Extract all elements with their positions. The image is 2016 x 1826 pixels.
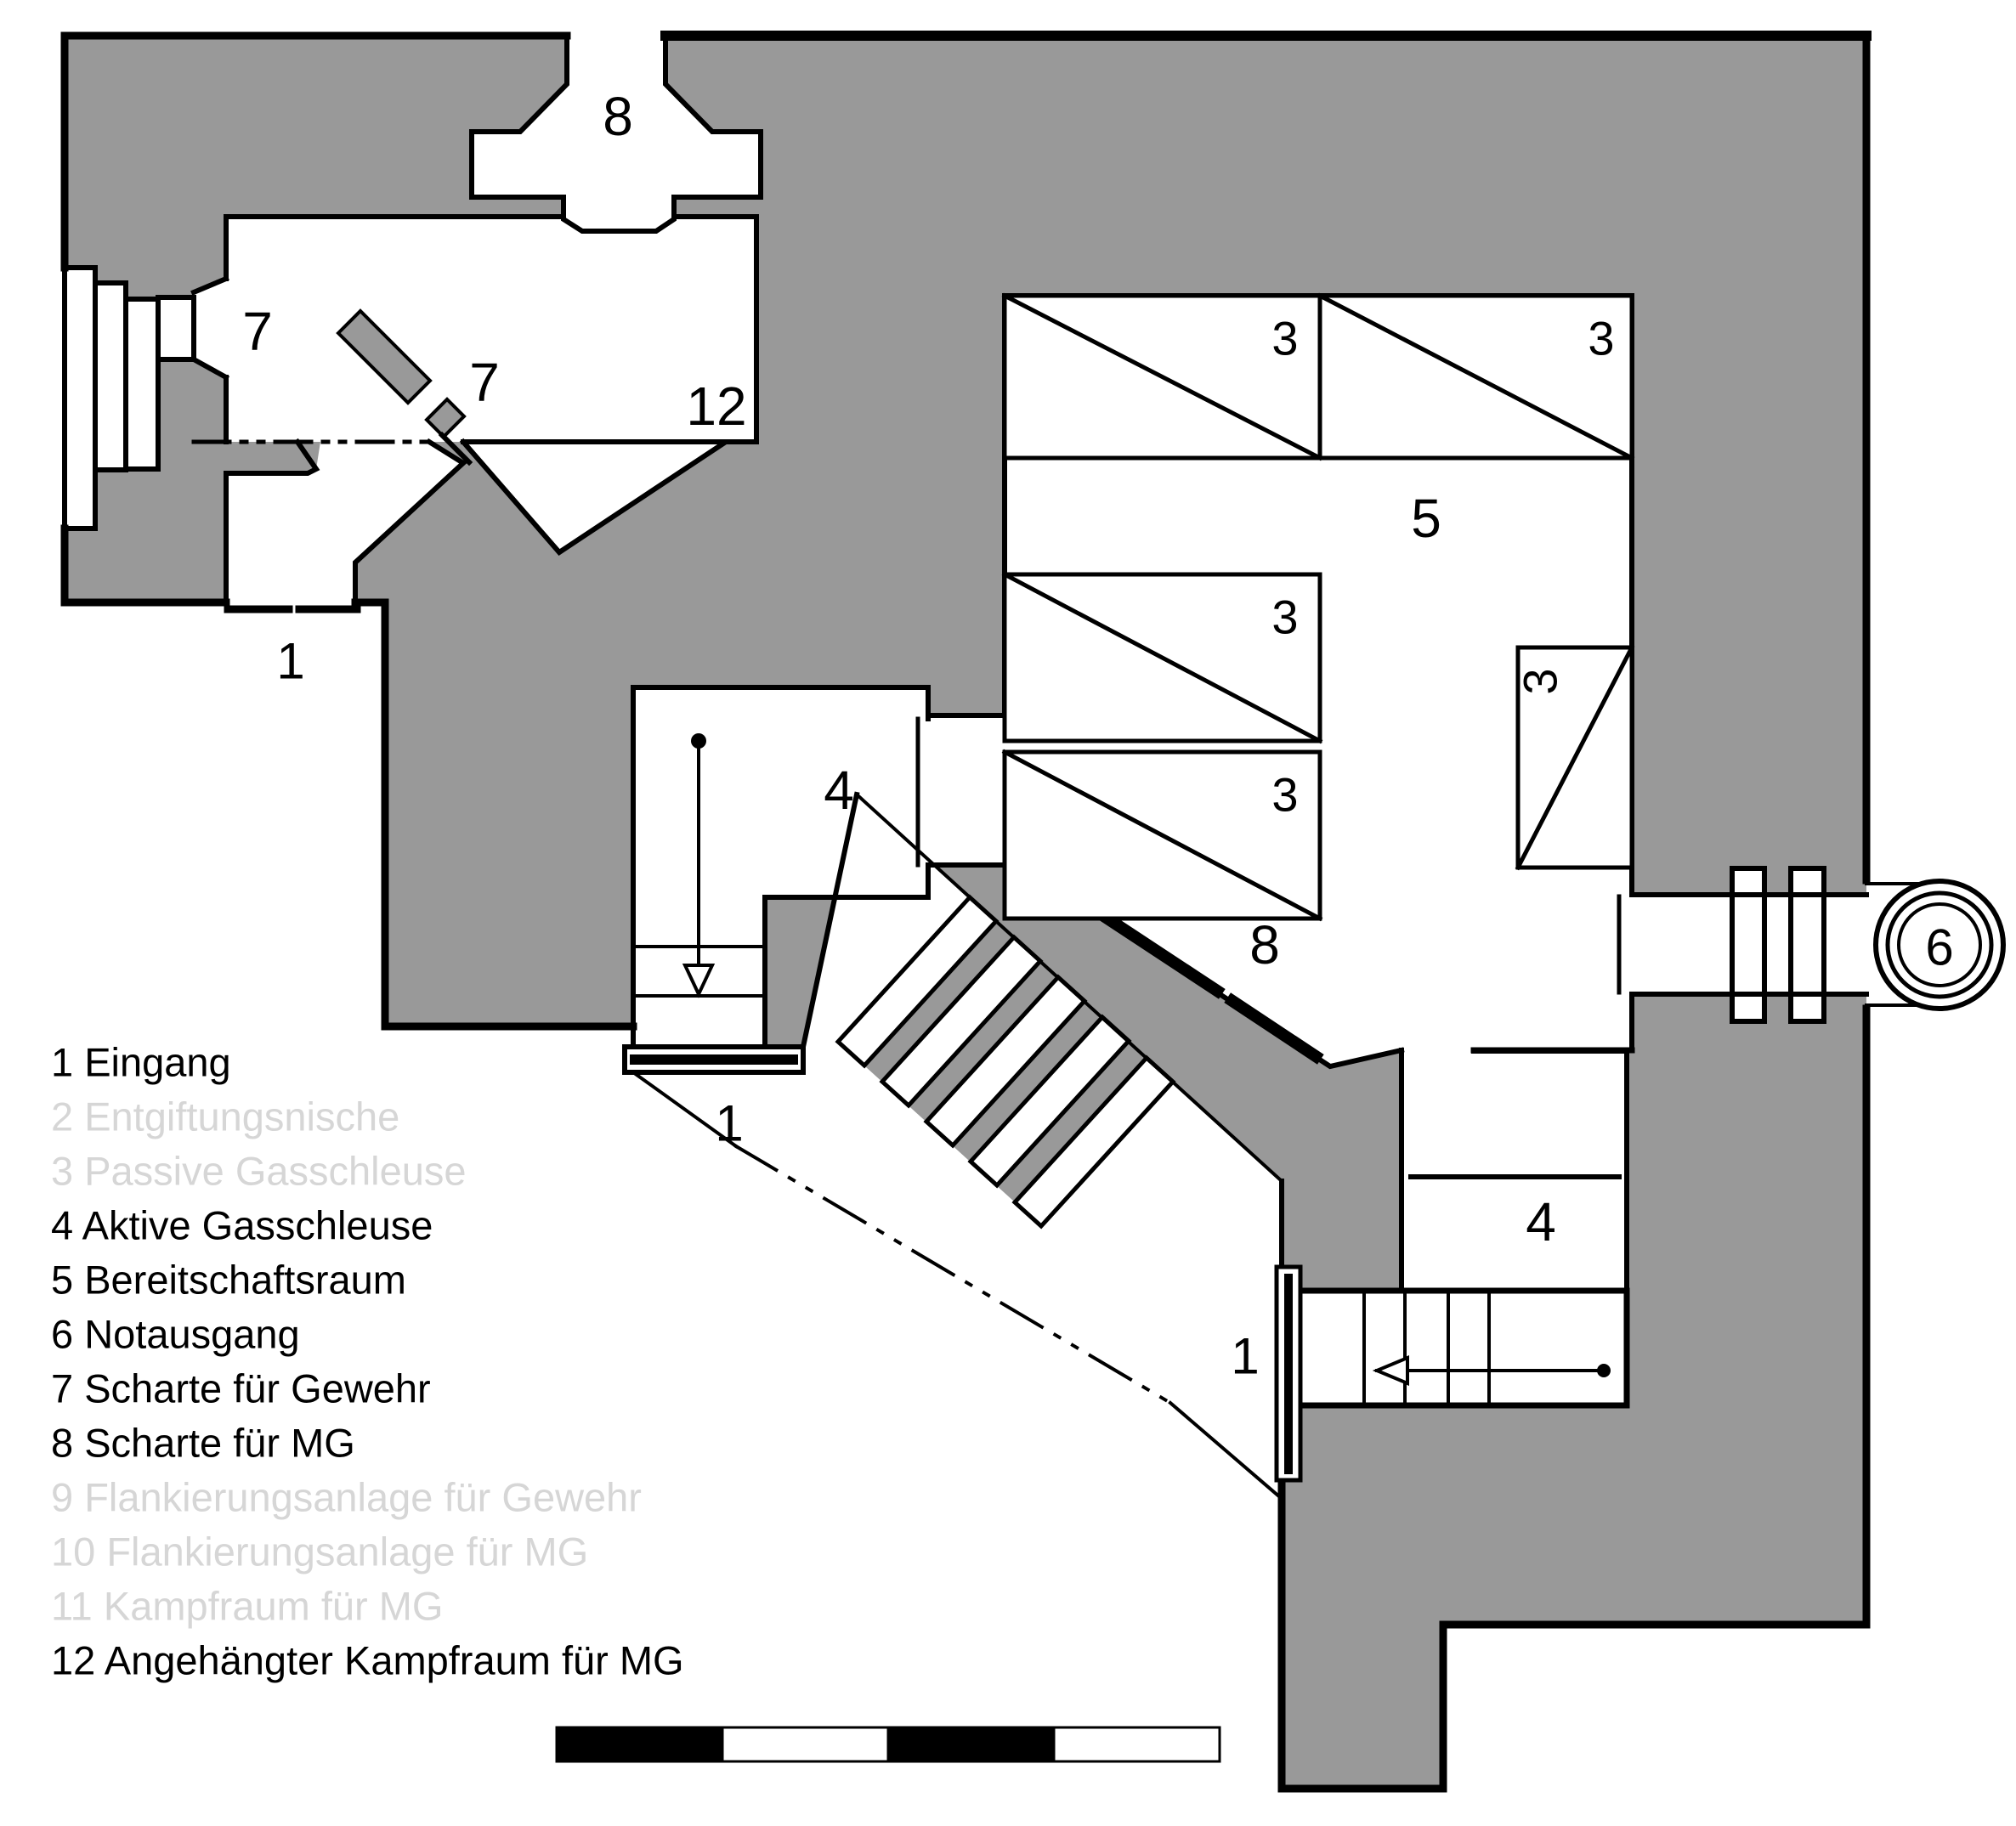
legend-item-2: 2 Entgiftungsnische — [51, 1094, 399, 1139]
plan-label-room-4-left: 4 — [824, 760, 854, 821]
embrasure-8-chamber — [472, 36, 761, 231]
room-4-right-area — [1402, 1045, 1627, 1291]
mg-armour-plates — [1096, 908, 1324, 1065]
embrasure-7-left-funnel — [65, 268, 226, 529]
scale-bar-segment-1 — [555, 1726, 724, 1763]
legend-item-7: 7 Scharte für Gewehr — [51, 1366, 431, 1411]
plan-label-bed-3-top-right: 3 — [1588, 312, 1614, 365]
plan-label-bed-3-low: 3 — [1271, 768, 1298, 822]
trench-axis-line — [733, 1144, 1173, 1405]
plan-label-embrasure-7-left: 7 — [242, 301, 273, 362]
plan-label-entrance-1-middle: 1 — [715, 1095, 743, 1152]
plan-label-embrasure-8-diagonal: 8 — [1249, 914, 1280, 975]
beds — [1001, 292, 1635, 922]
legend-item-3: 3 Passive Gasschleuse — [51, 1149, 467, 1194]
legend-item-9: 9 Flankierungsanlage für Gewehr — [51, 1475, 642, 1520]
plan-label-room-12: 12 — [686, 376, 746, 437]
trench-edge-upper — [631, 1070, 739, 1149]
room-12-trench-notch — [463, 442, 726, 552]
plan-label-entrance-1-right: 1 — [1231, 1328, 1259, 1385]
scale-bar-segment-3 — [886, 1726, 1056, 1763]
legend-item-8: 8 Scharte für MG — [51, 1421, 355, 1466]
trench-edge-lower — [1168, 1400, 1283, 1500]
legend-item-5: 5 Bereitschaftsraum — [51, 1258, 406, 1303]
room-4-left-area — [633, 687, 928, 897]
room-12-area — [226, 217, 756, 442]
plan-label-bed-3-top-left: 3 — [1271, 312, 1298, 365]
plan-label-entrance-1-left: 1 — [276, 633, 304, 690]
plan-label-room-5: 5 — [1411, 488, 1441, 549]
legend-item-11: 11 Kampfraum für MG — [51, 1584, 443, 1629]
details — [191, 439, 1931, 1500]
stair-treads-right — [1362, 1289, 1491, 1407]
plan-label-room-4-right: 4 — [1526, 1191, 1556, 1252]
scale-bar-segment-4 — [1052, 1726, 1221, 1763]
stairs-right-area — [1298, 1291, 1627, 1405]
plan-labels: 8 7 7 12 3 3 5 3 3 3 1 4 8 6 1 4 1 — [242, 86, 1953, 1385]
corridor-4-to-5 — [922, 715, 1005, 865]
plan-label-bed-3-vertical: 3 — [1514, 668, 1567, 694]
legend-item-10: 10 Flankierungsanlage für MG — [51, 1529, 588, 1574]
legend-item-1: 1 Eingang — [51, 1040, 231, 1085]
legend-item-4: 4 Aktive Gasschleuse — [51, 1203, 433, 1248]
legend-item-6: 6 Notausgang — [51, 1312, 300, 1357]
open-stair-trench — [835, 894, 1176, 1230]
scale-bar — [555, 1726, 1221, 1763]
legend: 1 Eingang 2 Entgiftungsnische 3 Passive Ga… — [51, 1040, 684, 1683]
scale-bar-segment-2 — [721, 1726, 890, 1763]
outer-boundary — [60, 31, 1872, 1793]
plan-label-embrasure-7-diagonal: 7 — [469, 352, 500, 413]
exit-shaft — [1873, 879, 2006, 1011]
exit-baffle-2 — [1791, 868, 1824, 1021]
legend-item-12: 12 Angehängter Kampfraum für MG — [51, 1638, 684, 1683]
plan-label-embrasure-8-top: 8 — [603, 86, 633, 147]
plan-label-bed-3-mid: 3 — [1271, 591, 1298, 644]
exit-baffle-1 — [1732, 868, 1764, 1021]
embrasure-7-diagonal-shape — [336, 308, 473, 466]
plan-label-exit-6: 6 — [1925, 919, 1953, 976]
